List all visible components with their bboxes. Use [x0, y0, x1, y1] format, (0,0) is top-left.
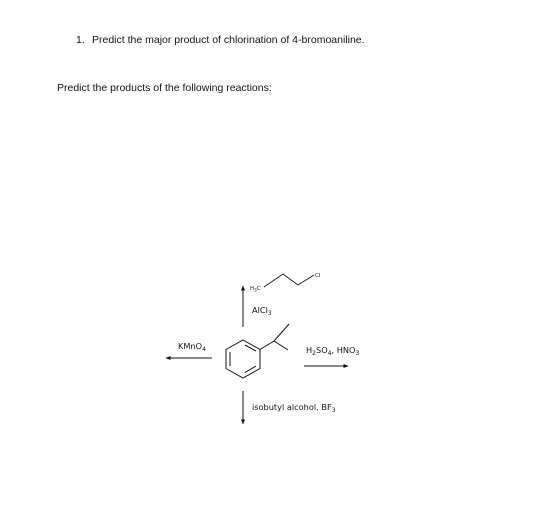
h3c-label: H3C: [250, 286, 261, 293]
nitration-reagent: H2SO4, HNO3: [306, 345, 359, 357]
question-2-heading: Predict the products of the following re…: [57, 82, 272, 94]
isopropyl-methyl-bond-1: [273, 340, 289, 351]
kmno4-reagent: KMnO4: [178, 341, 206, 353]
question-1-number: 1.: [76, 34, 85, 46]
cl-label: Cl: [315, 273, 321, 279]
question-1: 1. Predict the major product of chlorinat…: [76, 34, 365, 46]
alkylation-reagent: isobutyl alcohol, BF3: [252, 402, 336, 414]
ring-double-bond-1: [244, 344, 257, 352]
ring-double-bond-2: [244, 365, 257, 373]
benzene-ring: [225, 339, 261, 379]
chloropropane-structure: H3C Cl: [250, 273, 321, 293]
cumene-structure: [225, 323, 290, 379]
alcl3-reagent: AlCl3: [252, 305, 272, 317]
isopropyl-methyl-bond-2: [273, 323, 290, 342]
question-1-text: Predict the major product of chlorinatio…: [92, 34, 365, 46]
isopropyl-bond-to-ring: [259, 340, 275, 350]
